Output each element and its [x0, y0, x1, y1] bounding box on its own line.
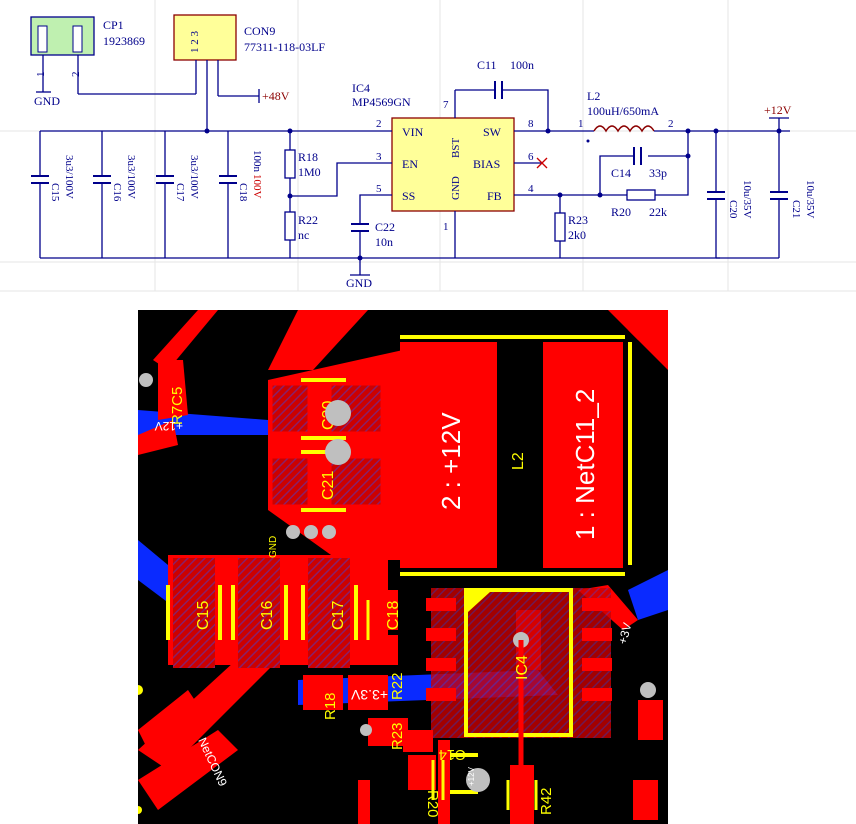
- r23-ref: R23: [568, 213, 588, 227]
- c18-silk: C18: [385, 601, 402, 630]
- c15-ref: C15: [49, 183, 61, 202]
- l2-pad-1: [543, 342, 623, 568]
- r7c5-silk: R7C5: [169, 387, 186, 425]
- c20-c21-footprint: C20 C21 GND: [268, 378, 382, 558]
- r20-ref: R20: [611, 205, 631, 219]
- p48-label: +48V: [262, 89, 290, 103]
- c17-ref: C17: [174, 183, 186, 202]
- c11-bootstrap: C11 100n: [455, 58, 549, 131]
- enable-divider: R18 1M0 R22 nc: [284, 128, 372, 258]
- c18-ref: C18: [237, 183, 249, 202]
- c22-ref: C22: [375, 220, 395, 234]
- r18-ref: R18: [298, 150, 318, 164]
- r23-val: 2k0: [568, 228, 586, 242]
- c22-val: 10n: [375, 235, 393, 249]
- ic4-pin3: 3: [376, 151, 382, 163]
- l2-pad2-label: 2 : +12V: [436, 412, 466, 510]
- p12-label: +12V: [764, 103, 792, 117]
- gnd-silk: GND: [268, 536, 279, 558]
- con9-part: 77311-118-03LF: [244, 40, 325, 54]
- ic4: IC4 MP4569GN 2 3 5 8 6 4 7 1 VIN EN SS S…: [352, 81, 560, 258]
- net-33v-label: +3.3V: [350, 687, 388, 703]
- schematic: 1 2 CP1 1923869 GND 1 2 3 +48V CON9 7731…: [0, 0, 856, 292]
- ic4-sw: SW: [483, 125, 502, 139]
- c16-val: 3u3/100V: [125, 155, 137, 199]
- c14-silk: C14: [438, 746, 466, 763]
- r22-ref: R22: [298, 213, 318, 227]
- r22-silk: R22: [389, 672, 406, 700]
- r18-val: 1M0: [298, 165, 321, 179]
- c14-val: 33p: [649, 166, 667, 180]
- c18-val: 100n: [251, 150, 263, 173]
- l2-val: 100uH/650mA: [587, 104, 659, 118]
- con9-connector: 1 2 3 +48V CON9 77311-118-03LF: [173, 14, 325, 131]
- ic4-pin5: 5: [376, 183, 382, 195]
- r23-silk: R23: [389, 722, 406, 750]
- c15-val: 3u3/100V: [63, 155, 75, 199]
- c21-silk: C21: [320, 471, 337, 500]
- r20-val: 22k: [649, 205, 667, 219]
- r42-silk: R42: [538, 787, 555, 815]
- ic4-ref: IC4: [352, 81, 370, 95]
- input-caps-footprint: C15 C16 C17 C18: [166, 558, 402, 668]
- c21-ref: C21: [790, 200, 802, 218]
- ic4-footprint: IC4: [426, 588, 612, 780]
- c11-val: 100n: [510, 58, 534, 72]
- c20-val: 10u/35V: [741, 180, 753, 219]
- c21-val: 10u/35V: [804, 180, 816, 219]
- ic4-pin6: 6: [528, 151, 534, 163]
- net-3v-label: +3V: [615, 621, 634, 646]
- cp1-ref: CP1: [103, 18, 124, 32]
- l2-pin2: 2: [668, 118, 674, 130]
- ic4-pin4: 4: [528, 183, 534, 195]
- l2-footprint: 2 : +12V 1 : NetC11_2 L2: [400, 335, 632, 576]
- l2-pin1: 1: [578, 118, 584, 130]
- r20-silk: R20: [424, 790, 441, 818]
- ic4-pin1: 1: [443, 221, 449, 233]
- gnd-label-main: GND: [346, 276, 372, 290]
- c11-ref: C11: [477, 58, 497, 72]
- ic4-silk: IC4: [514, 655, 531, 680]
- c17-val: 3u3/100V: [188, 155, 200, 199]
- c22-softstart: GND C22 10n: [346, 194, 395, 290]
- input-caps: C15 3u3/100V C16 3u3/100V C17 3u3/100V C…: [31, 128, 720, 259]
- c18-val2: 100V: [251, 174, 263, 199]
- ic4-bst: BST: [450, 138, 462, 158]
- ic4-gnd: GND: [450, 176, 462, 200]
- ic4-bias: BIAS: [473, 157, 500, 171]
- output-stage: 1 2 L2 100uH/650mA C14 33p R20 22k R23 2…: [545, 89, 816, 259]
- l2-ref: L2: [587, 89, 600, 103]
- c16-ref: C16: [111, 183, 123, 202]
- l2-silk: L2: [510, 452, 527, 470]
- cp1-pin2: 2: [70, 72, 82, 78]
- gnd-label-cp1: GND: [34, 94, 60, 108]
- cp1-connector: 1 2 CP1 1923869 GND: [30, 16, 196, 108]
- con9-pins: 1 2 3: [189, 31, 201, 54]
- c16-silk: C16: [259, 601, 276, 630]
- ic4-part: MP4569GN: [352, 95, 411, 109]
- c20-ref: C20: [727, 200, 739, 219]
- ic4-en: EN: [402, 157, 418, 171]
- ic4-ss: SS: [402, 189, 415, 203]
- cp1-pin1: 1: [35, 72, 47, 78]
- c15-silk: C15: [195, 601, 212, 630]
- r18-silk: R18: [322, 692, 339, 720]
- pcb-layout: 2 : +12V 1 : NetC11_2 L2 C20 C21 GND: [138, 310, 668, 824]
- r22-val: nc: [298, 228, 309, 242]
- l2-pad-2: [400, 342, 497, 568]
- net-12v-via: +12V: [467, 766, 476, 786]
- cp1-part: 1923869: [103, 34, 145, 48]
- ic4-fb: FB: [487, 189, 502, 203]
- small-parts-footprint: R18 R22 R23 C14 R20 R42 R7C5 +12V +12V +…: [138, 373, 663, 824]
- net-12v-label: +12V: [155, 419, 183, 433]
- ic4-pin7: 7: [443, 99, 449, 111]
- c14-ref: C14: [611, 166, 631, 180]
- c17-silk: C17: [330, 601, 347, 630]
- l2-pad1-label: 1 : NetC11_2: [570, 389, 600, 540]
- con9-ref: CON9: [244, 24, 275, 38]
- ic4-pin2: 2: [376, 118, 382, 130]
- ic4-vin: VIN: [402, 125, 424, 139]
- ic4-pin8: 8: [528, 118, 534, 130]
